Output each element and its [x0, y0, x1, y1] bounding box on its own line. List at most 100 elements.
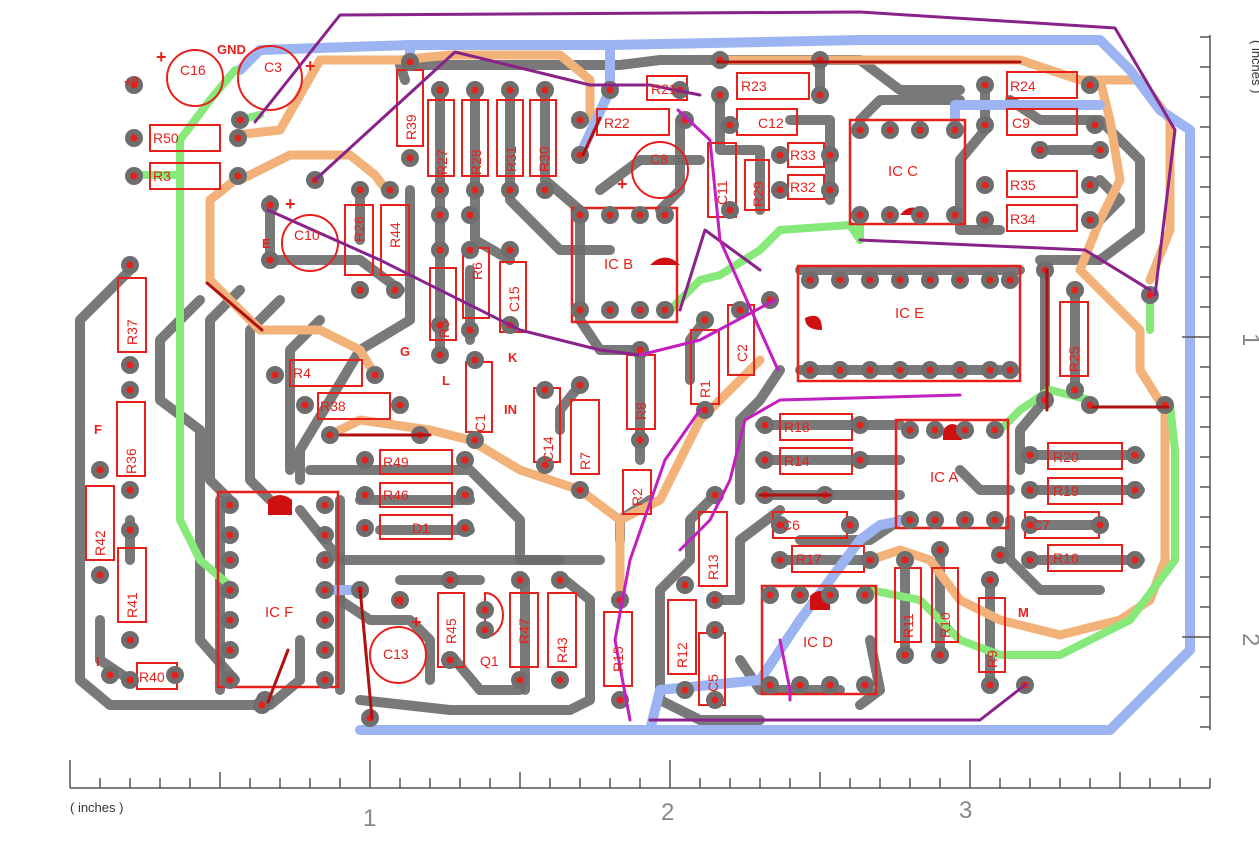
c12-label: C12 [758, 115, 784, 131]
r35-label: R35 [1010, 177, 1036, 193]
r44-label: R44 [387, 222, 403, 248]
c5-label: C5 [705, 674, 721, 692]
c15-label: C15 [506, 286, 522, 312]
c2-label: C2 [734, 344, 750, 362]
r3-label: R3 [153, 168, 171, 184]
right-ruler: ( inches ) 1 2 [1182, 35, 1259, 730]
gnd-label: GND [217, 42, 246, 57]
vplus-label: +9 [124, 74, 139, 89]
r23-label: R23 [741, 78, 767, 94]
c9-label: C9 [1012, 115, 1030, 131]
r45-label: R45 [443, 618, 459, 644]
ic-b-label: IC B [604, 256, 633, 273]
plus-mark: + [285, 194, 296, 214]
net-label-g: G [400, 344, 410, 359]
r37-label: R37 [124, 319, 140, 345]
part-labels: IC B IC C IC E IC A IC F IC D R50 R3 R21… [92, 42, 1082, 692]
r29-label: R29 [750, 181, 766, 207]
r27-label: R27 [434, 149, 450, 175]
c1-label: C1 [472, 414, 488, 432]
bottom-ruler-unit: ( inches ) [70, 800, 123, 815]
r12-label: R12 [674, 642, 690, 668]
r50-label: R50 [153, 130, 179, 146]
r13-label: R13 [705, 554, 721, 580]
r46-label: R46 [383, 487, 409, 503]
r41-label: R41 [124, 592, 140, 618]
r26-label: R26 [351, 216, 367, 242]
r2-label: R2 [629, 488, 645, 506]
d1-label: D1 [412, 520, 430, 536]
bottom-ruler-label-3: 3 [959, 797, 972, 824]
c16-label: C16 [180, 62, 206, 78]
r1-label: R1 [697, 380, 713, 398]
bottom-ruler-label-1: 1 [363, 805, 376, 832]
right-ruler-unit: ( inches ) [1249, 40, 1259, 93]
r4-label: R4 [293, 365, 311, 381]
c8-label: C8 [650, 151, 668, 167]
plus-mark: + [411, 612, 422, 632]
r31-label: R31 [503, 146, 519, 172]
r33-label: R33 [790, 147, 816, 163]
r36-label: R36 [123, 448, 139, 474]
r10-label: R10 [937, 612, 953, 638]
c14-label: C14 [540, 436, 556, 462]
net-label-e: E [262, 236, 271, 251]
right-ruler-label-1: 1 [1237, 333, 1259, 346]
jumpers [253, 10, 1177, 722]
ic-d-label: IC D [803, 634, 833, 651]
r30-label: R30 [536, 146, 552, 172]
q1-label: Q1 [480, 653, 499, 669]
r39-label: R39 [403, 114, 419, 140]
wire-links [205, 60, 1170, 720]
r32-label: R32 [790, 179, 816, 195]
r7-label: R7 [577, 452, 593, 470]
r17-label: R17 [796, 551, 822, 567]
r40-label: R40 [139, 669, 165, 685]
plus-mark: + [617, 174, 628, 194]
r20-label: R20 [1053, 449, 1079, 465]
r18-label: R18 [784, 419, 810, 435]
c13-label: C13 [383, 646, 409, 662]
r9-label: R9 [984, 650, 1000, 668]
r24-label: R24 [1010, 78, 1036, 94]
r15-label: R15 [610, 646, 626, 672]
r42-label: R42 [92, 530, 108, 556]
r43-label: R43 [554, 637, 570, 663]
r25-label: R25 [1066, 346, 1082, 372]
plus-mark: + [156, 47, 167, 67]
ic-c-label: IC C [888, 163, 918, 180]
c10-label: C10 [294, 227, 320, 243]
net-label-in: IN [504, 402, 517, 417]
net-label-k: K [508, 350, 518, 365]
r49-label: R49 [383, 454, 409, 470]
right-ruler-label-2: 2 [1237, 633, 1259, 646]
net-label-i: I [96, 654, 100, 669]
ic-e-label: IC E [895, 305, 924, 322]
plus-mark: + [305, 56, 316, 76]
r22-label: R22 [604, 115, 630, 131]
r19-label: R19 [1053, 483, 1079, 499]
ic-a-label: IC A [930, 469, 958, 486]
net-label-h: H [394, 593, 403, 608]
r21-label: R21 [651, 81, 677, 97]
net-label-m: M [1018, 605, 1029, 620]
r8-label: R8 [633, 402, 649, 420]
bottom-ruler: ( inches ) 1 2 3 [69, 760, 1211, 832]
c7-label: C7 [1032, 517, 1050, 533]
r47-label: R47 [516, 618, 532, 644]
r6-label: R6 [469, 262, 485, 280]
c11-label: C11 [714, 180, 730, 205]
r28-label: R28 [468, 149, 484, 175]
bottom-ruler-label-2: 2 [661, 799, 674, 826]
r14-label: R14 [784, 453, 810, 469]
r34-label: R34 [1010, 211, 1036, 227]
gray-tracks [75, 55, 1145, 725]
r11-label: R11 [900, 613, 916, 638]
c6-label: C6 [782, 517, 800, 533]
r16-label: R16 [1053, 550, 1079, 566]
r5-label: R5 [436, 320, 452, 338]
pads [91, 51, 1174, 727]
c3-label: C3 [264, 59, 282, 75]
net-label-l: L [442, 373, 450, 388]
